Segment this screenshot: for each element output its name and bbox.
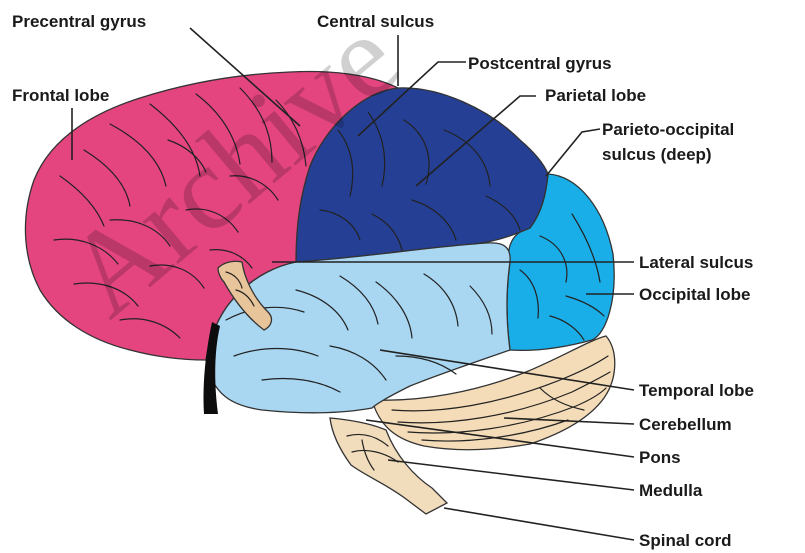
label-medulla: Medulla	[639, 481, 703, 500]
label-spinal-cord: Spinal cord	[639, 531, 732, 550]
label-occipital-lobe: Occipital lobe	[639, 285, 750, 304]
label-cerebellum: Cerebellum	[639, 415, 732, 434]
label-lateral-sulcus: Lateral sulcus	[639, 253, 753, 272]
label-frontal-lobe: Frontal lobe	[12, 86, 109, 105]
leader-spinal-cord	[444, 508, 634, 540]
label-pons: Pons	[639, 448, 681, 467]
label-precentral-gyrus: Precentral gyrus	[12, 12, 146, 31]
label-parieto-occipital-line1: Parieto-occipital	[602, 120, 734, 139]
label-parieto-occipital-line2: sulcus (deep)	[602, 145, 712, 164]
leader-parieto-occipital	[546, 129, 600, 176]
label-postcentral-gyrus: Postcentral gyrus	[468, 54, 612, 73]
label-parietal-lobe: Parietal lobe	[545, 86, 646, 105]
label-temporal-lobe: Temporal lobe	[639, 381, 754, 400]
